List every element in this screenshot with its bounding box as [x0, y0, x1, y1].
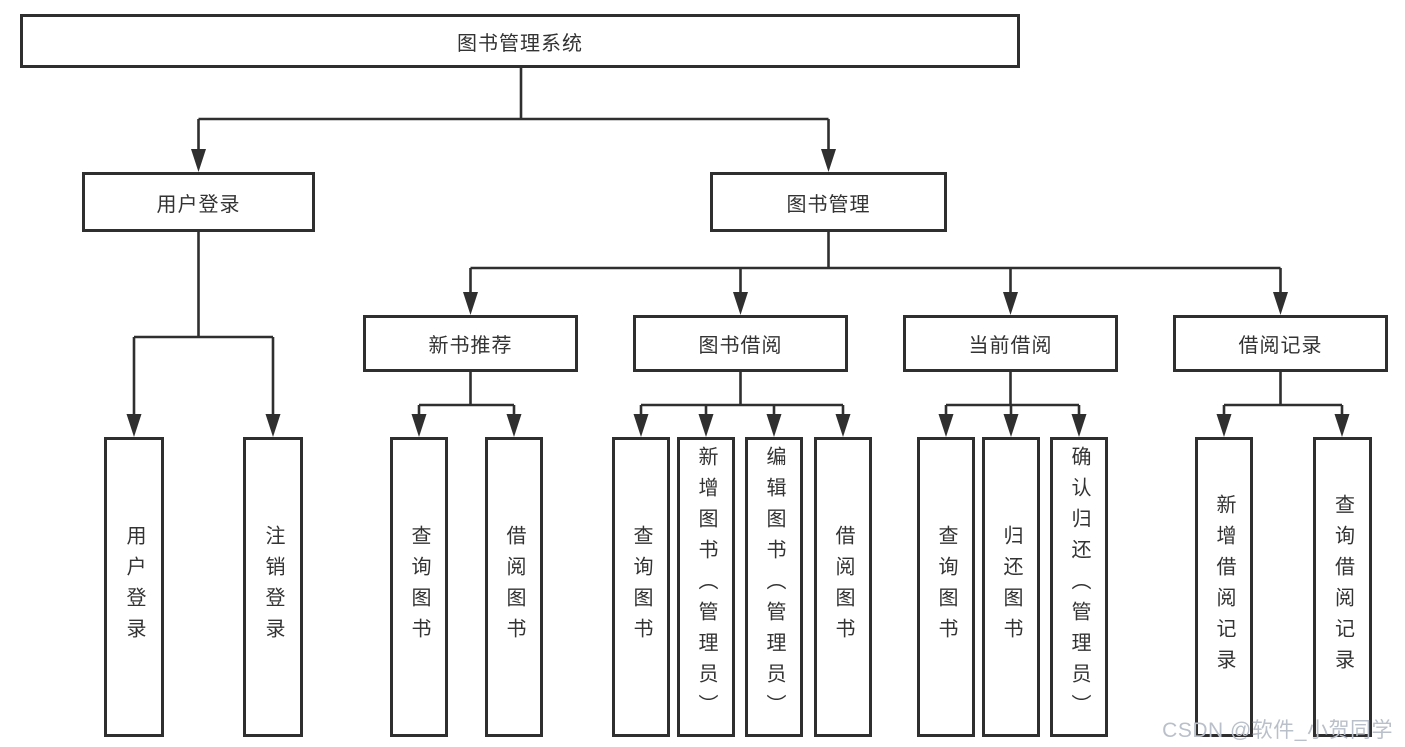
leaf-add-books-admin: 新增图书（管理员）	[677, 437, 735, 737]
leaf-query-books-borrowing: 查询图书	[612, 437, 670, 737]
node-label: 注销登录	[262, 525, 284, 649]
node-label: 借阅记录	[1238, 335, 1323, 357]
arrowheads	[126, 149, 1350, 437]
leaf-return-books: 归还图书	[982, 437, 1040, 737]
leaf-query-books-current: 查询图书	[917, 437, 975, 737]
node-label: 新增借阅记录	[1213, 494, 1235, 680]
leaf-borrow-books-recommend: 借阅图书	[485, 437, 543, 737]
node-label: 用户登录	[156, 193, 241, 216]
leaf-add-borrow-record: 新增借阅记录	[1195, 437, 1253, 737]
node-label: 新增图书（管理员）	[695, 446, 717, 725]
node-label: 查询图书	[935, 525, 957, 649]
node-label: 借阅图书	[503, 525, 525, 649]
leaf-borrow-books-borrowing: 借阅图书	[814, 437, 872, 737]
leaf-query-borrow-record: 查询借阅记录	[1313, 437, 1372, 737]
node-user-login: 用户登录	[82, 172, 315, 232]
node-label: 图书管理	[786, 193, 871, 216]
node-current-borrowing: 当前借阅	[903, 315, 1118, 372]
csdn-watermark: CSDN @软件_小贺同学	[1162, 719, 1393, 742]
node-label: 用户登录	[123, 525, 145, 649]
node-label: 编辑图书（管理员）	[763, 446, 785, 725]
node-book-borrowing: 图书借阅	[633, 315, 848, 372]
node-label: 查询图书	[408, 525, 430, 649]
node-label: 图书借阅	[698, 335, 783, 357]
node-label: 图书管理系统	[457, 32, 583, 55]
node-new-book-recommend: 新书推荐	[363, 315, 578, 372]
leaf-query-books-recommend: 查询图书	[390, 437, 448, 737]
node-label: 当前借阅	[968, 335, 1053, 357]
node-label: 新书推荐	[428, 335, 513, 357]
node-borrowing-records: 借阅记录	[1173, 315, 1388, 372]
node-label: 查询借阅记录	[1331, 494, 1354, 680]
node-label: 查询图书	[630, 525, 652, 649]
node-book-management: 图书管理	[710, 172, 947, 232]
leaf-user-login: 用户登录	[104, 437, 164, 737]
leaf-confirm-return-admin: 确认归还（管理员）	[1050, 437, 1108, 737]
node-label: 归还图书	[1000, 525, 1022, 649]
node-label: 确认归还（管理员）	[1068, 446, 1090, 725]
leaf-edit-books-admin: 编辑图书（管理员）	[745, 437, 803, 737]
node-library-management-system: 图书管理系统	[20, 14, 1020, 68]
leaf-logout: 注销登录	[243, 437, 303, 737]
node-label: 借阅图书	[832, 525, 854, 649]
